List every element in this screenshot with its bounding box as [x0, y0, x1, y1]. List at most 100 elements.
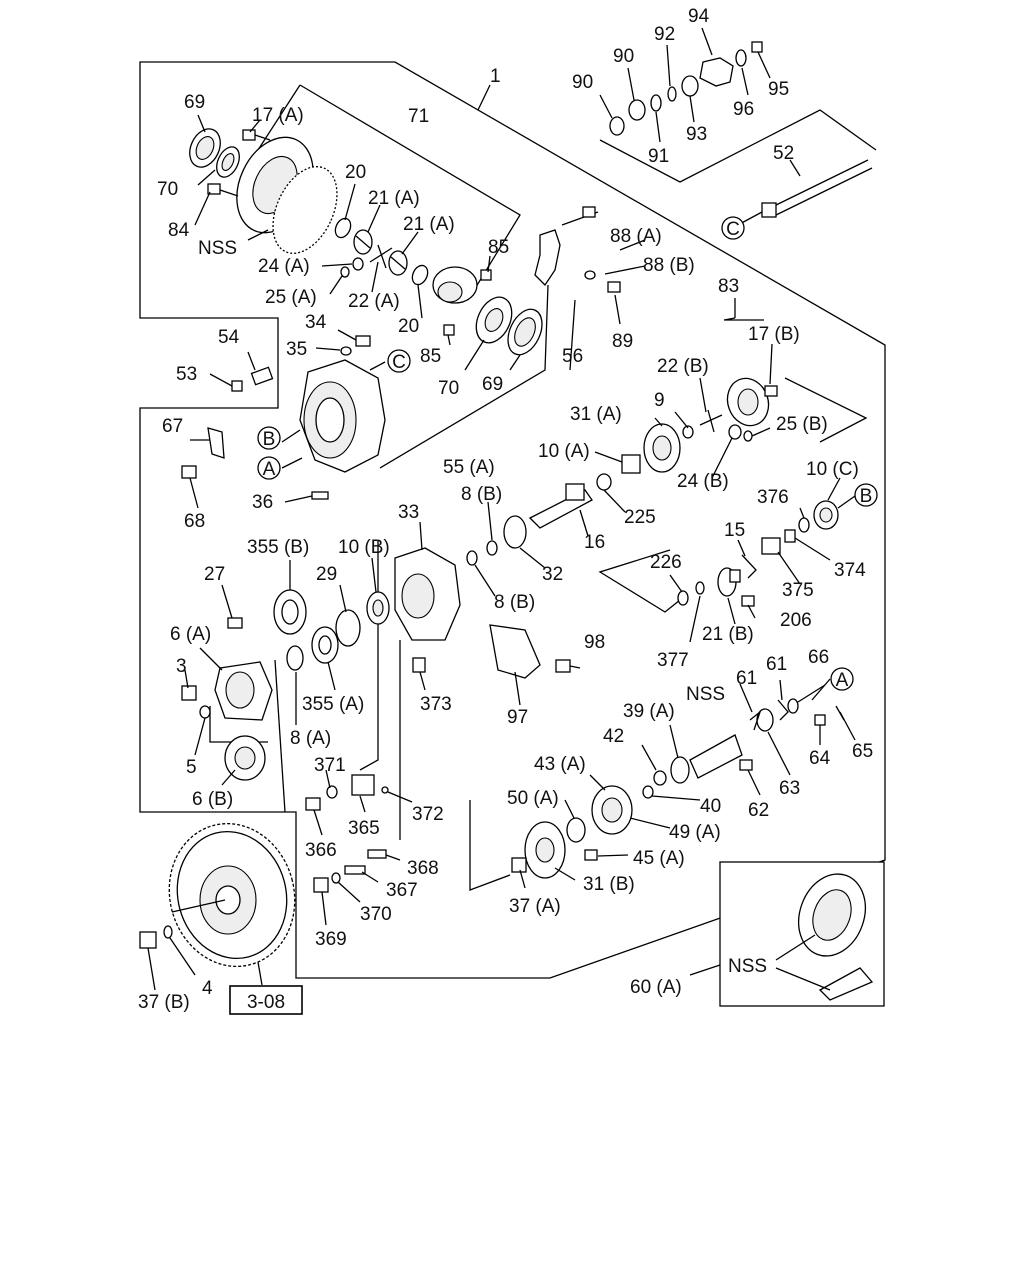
washer-4: [163, 925, 173, 939]
callout-text: A: [263, 459, 276, 480]
part-label: 370: [360, 904, 392, 925]
shift-housing-97: [489, 624, 541, 679]
washer-25a: [340, 266, 350, 278]
gasket-355b: [273, 589, 307, 635]
part-label: 40: [700, 796, 721, 817]
clip-15: [741, 554, 757, 579]
seal-50a: [566, 817, 586, 843]
reference-box-3-08[interactable]: 3-08: [229, 985, 303, 1015]
washer-35: [340, 346, 352, 356]
part-label: 62: [748, 800, 769, 821]
part-label: 10 (C): [806, 459, 859, 480]
bearing-10b: [366, 591, 390, 625]
part-label: 6 (A): [170, 624, 211, 645]
housing-33: [394, 547, 461, 641]
part-label: 24 (B): [677, 471, 729, 492]
part-label: 365: [348, 818, 380, 839]
part-label: 49 (A): [669, 822, 721, 843]
bolt-34: [355, 335, 371, 347]
part-label: 377: [657, 650, 689, 671]
gear-32: [503, 515, 527, 549]
group-outline-55a: [379, 284, 549, 469]
bracket-67: [207, 427, 225, 459]
part-label: 53: [176, 364, 197, 385]
part-label: 92: [654, 24, 675, 45]
part-label: 37 (A): [509, 896, 561, 917]
flange-6a: [214, 661, 273, 721]
gear-21b: [717, 567, 741, 597]
reference-label[interactable]: 3-08: [247, 992, 285, 1013]
ring-8b-1: [486, 540, 498, 556]
part-label: 69: [184, 92, 205, 113]
part-label: 67: [162, 416, 183, 437]
part-label: 27: [204, 564, 225, 585]
part-label: 22 (A): [348, 291, 400, 312]
pinion-gear-21a-1: [353, 229, 373, 255]
part-label: 10 (A): [538, 441, 590, 462]
callout-b-right: B: [854, 483, 878, 507]
callout-text: C: [726, 219, 740, 240]
nut-85-top: [480, 269, 492, 281]
part-label: 68: [184, 511, 205, 532]
part-label: 71: [408, 106, 429, 127]
part-label: 85: [420, 346, 441, 367]
needle-bearing-10a: [621, 454, 641, 474]
part-label: 31 (B): [583, 874, 635, 895]
spider-22b: [699, 409, 723, 433]
leader-lines: [147, 27, 856, 991]
bearing-69-right: [507, 308, 543, 356]
group-outline-top-right: [599, 109, 877, 183]
callout-b-housing: B: [257, 426, 281, 450]
ring-8b-2: [466, 550, 478, 566]
clip-61b: [777, 699, 789, 721]
washer-25b: [743, 430, 753, 442]
seal-8a: [286, 645, 304, 671]
diff-case-ring-gear: [236, 136, 338, 254]
part-label: 226: [650, 552, 682, 573]
pinion-nss-kit: [818, 967, 874, 1001]
part-label: 85: [488, 237, 509, 258]
part-label: 21 (B): [702, 624, 754, 645]
ring-91: [650, 94, 662, 112]
part-label: 16: [584, 532, 605, 553]
spider-22a: [369, 244, 393, 269]
part-label: 20: [398, 316, 419, 337]
race-70-right: [475, 296, 513, 344]
part-label: 50 (A): [507, 788, 559, 809]
bearing-10c: [813, 500, 839, 530]
part-label: 91: [648, 146, 669, 167]
shaft-52: [761, 159, 873, 218]
part-label: 376: [757, 487, 789, 508]
part-label: 42: [603, 726, 624, 747]
washer-370: [331, 872, 341, 884]
bolt-17a: [242, 129, 271, 141]
clip-61a: [749, 710, 762, 731]
carrier-housing-1: [299, 359, 386, 473]
part-labels: 1 69 17 (A) 71 70 84 20 21 (A) 21 (A) NS…: [138, 6, 873, 1013]
part-label: 17 (A): [252, 105, 304, 126]
ring-gear-nss-kit: [798, 873, 866, 957]
callout-c-housing: C: [387, 349, 411, 373]
gear-31a: [643, 423, 681, 473]
bolt-88: [561, 206, 599, 226]
plug-369: [313, 877, 329, 893]
bearing-69-left: [189, 128, 221, 168]
part-label: 355 (A): [302, 694, 364, 715]
diff-case-83: [726, 377, 770, 427]
part-label: 355 (B): [247, 537, 309, 558]
ring-374: [784, 529, 796, 543]
part-label: 56: [562, 346, 583, 367]
part-label: 22 (B): [657, 356, 709, 377]
clip-88a: [584, 270, 596, 280]
part-label: 65: [852, 741, 873, 762]
part-label: 54: [218, 327, 240, 348]
part-label: 36: [252, 492, 273, 513]
part-label: 66: [808, 647, 829, 668]
part-label: 63: [779, 778, 800, 799]
part-label: 93: [686, 124, 707, 145]
bearing-375: [761, 537, 781, 555]
part-label: 43 (A): [534, 754, 586, 775]
part-label: 366: [305, 840, 337, 861]
ring-42: [653, 770, 667, 786]
part-label: 369: [315, 929, 347, 950]
